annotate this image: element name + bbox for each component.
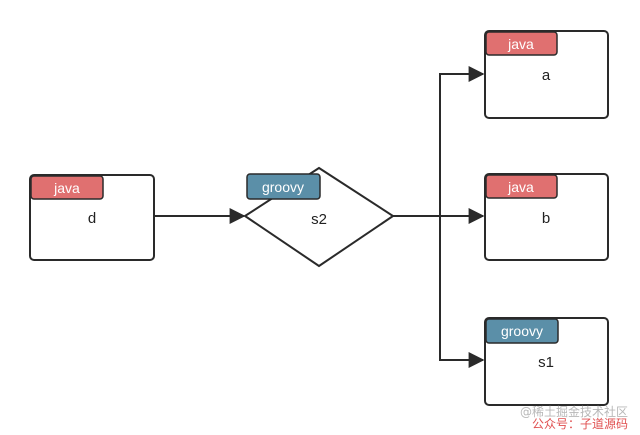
node-a-tag — [485, 31, 558, 56]
node-a-label: a — [542, 67, 551, 84]
node-d-label: d — [88, 210, 96, 227]
node-s1-tag — [485, 318, 559, 344]
node-s2[interactable]: groovy s2 — [243, 166, 395, 268]
node-s1-label: s1 — [538, 354, 554, 371]
node-b[interactable]: java b — [484, 173, 609, 261]
watermark-line2: 公众号：子道源码 — [532, 417, 628, 431]
node-s2-tag — [246, 173, 321, 200]
node-a-tag-label: java — [507, 36, 534, 52]
node-d-tag — [30, 175, 104, 200]
node-b-tag-label: java — [507, 179, 534, 195]
edges — [155, 66, 485, 368]
edge-s2-to-s1 — [439, 216, 485, 368]
edge-s2-to-a — [439, 66, 485, 216]
node-a[interactable]: java a — [484, 30, 609, 119]
node-s2-tag-label: groovy — [262, 179, 304, 195]
node-s2-label: s2 — [311, 211, 327, 228]
node-d-tag-label: java — [53, 180, 80, 196]
watermark: @稀土掘金技术社区 公众号：子道源码 — [520, 404, 628, 431]
node-d[interactable]: java d — [29, 174, 155, 261]
node-b-label: b — [542, 210, 550, 227]
watermark-line1: @稀土掘金技术社区 — [520, 404, 628, 419]
node-s1-tag-label: groovy — [501, 323, 543, 339]
node-s1[interactable]: groovy s1 — [484, 317, 609, 406]
node-b-tag — [485, 174, 558, 199]
